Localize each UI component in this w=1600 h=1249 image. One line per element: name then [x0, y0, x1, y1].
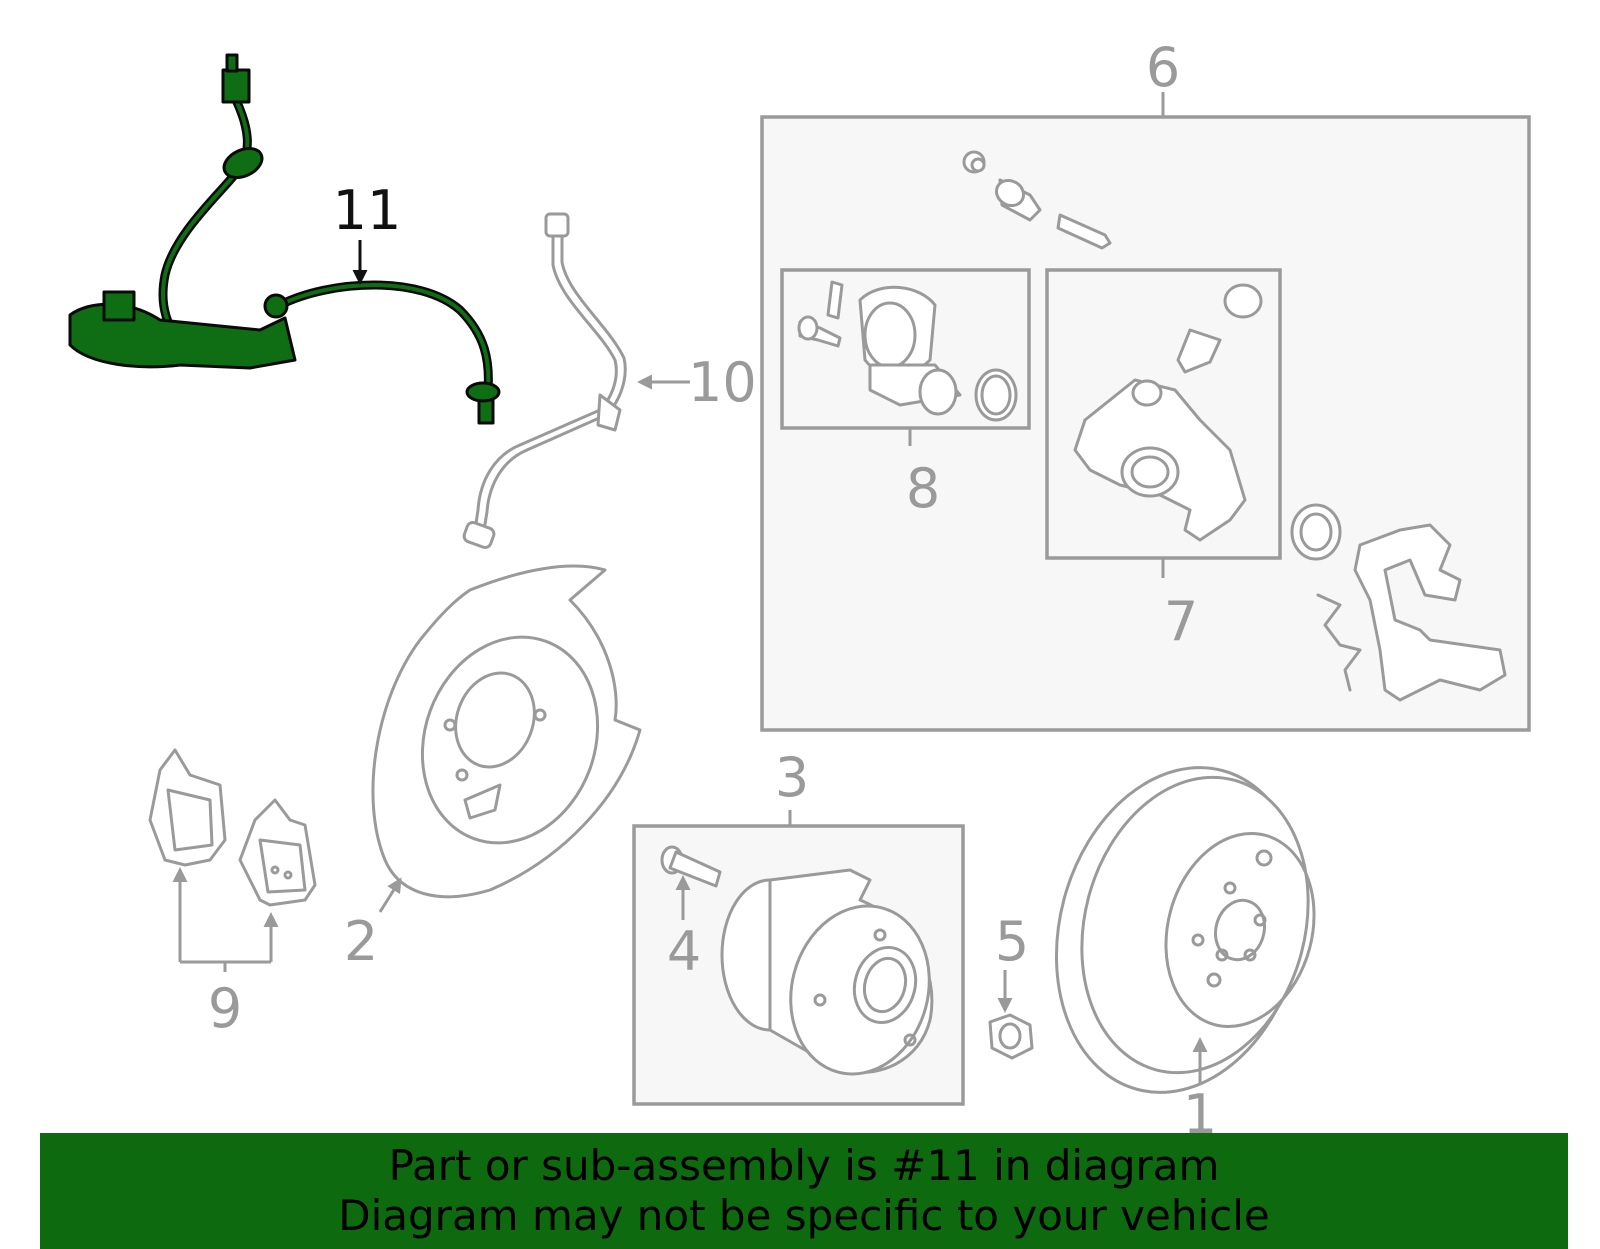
- callout-10: 10: [688, 351, 757, 414]
- caliper-bracket-and-seal[interactable]: [1290, 503, 1507, 702]
- part-4-hub-bolt[interactable]: [660, 845, 722, 888]
- callout-9: 9: [208, 977, 242, 1040]
- part-5-hub-nut[interactable]: [988, 1013, 1034, 1060]
- part-3-hub-bearing[interactable]: [720, 868, 948, 1090]
- part-1-brake-rotor[interactable]: [1021, 740, 1340, 1121]
- part-10-brake-hose[interactable]: [462, 212, 627, 549]
- callout-4: 4: [667, 920, 701, 983]
- part-9-brake-pads[interactable]: [148, 748, 317, 907]
- callout-7: 7: [1164, 590, 1198, 653]
- guide-pin-parts[interactable]: [962, 150, 1112, 250]
- banner-line-2: Diagram may not be specific to your vehi…: [338, 1191, 1270, 1240]
- part-11-abs-sensor[interactable]: [68, 53, 501, 425]
- callout-11: 11: [333, 179, 402, 242]
- part-7-caliper[interactable]: [1073, 283, 1263, 542]
- part-8-parking-actuator[interactable]: [797, 280, 1018, 422]
- banner-line-1: Part or sub-assembly is #11 in diagram: [388, 1141, 1220, 1190]
- part-2-dust-shield[interactable]: [371, 564, 642, 899]
- callout-6: 6: [1146, 36, 1180, 99]
- info-banner: Part or sub-assembly is #11 in diagram D…: [40, 1133, 1568, 1249]
- callout-2: 2: [344, 910, 378, 973]
- callout-8: 8: [906, 457, 940, 520]
- callout-3: 3: [775, 746, 809, 809]
- callout-5: 5: [995, 910, 1029, 973]
